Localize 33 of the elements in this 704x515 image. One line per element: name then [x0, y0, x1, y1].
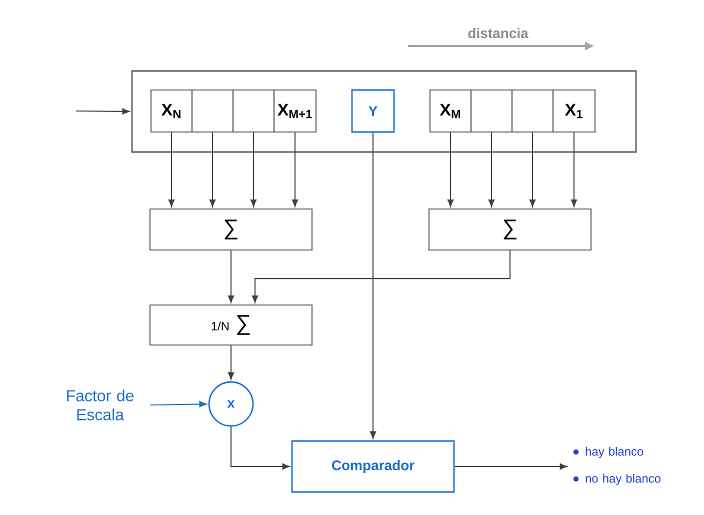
arrow — [250, 132, 257, 207]
register-cell — [511, 89, 554, 133]
target-cell: Y — [351, 89, 395, 133]
arrow — [488, 132, 495, 207]
arrow — [370, 132, 376, 439]
arrow — [252, 250, 511, 303]
register-cell: X$_{1}$ — [552, 89, 596, 133]
arrow — [230, 426, 290, 470]
register-cell: X$_{M}$ — [429, 89, 472, 133]
arrow — [228, 346, 234, 380]
arrow — [570, 132, 578, 207]
arrow — [76, 108, 130, 114]
arrow — [209, 132, 216, 207]
distance-label: distancia — [468, 28, 528, 38]
output-list: hay blanco no hay blanco — [586, 446, 661, 486]
arrow — [168, 132, 175, 207]
sum-box: ∑ — [149, 208, 313, 251]
factor-label: Factor de Escala — [67, 390, 134, 420]
comparator-box: Comparador — [291, 440, 455, 493]
average-box: 1/N ∑ — [149, 304, 313, 346]
arrow — [454, 463, 568, 470]
register-cell: X$_{M+1}$ — [273, 89, 317, 133]
register-cell — [191, 89, 234, 133]
register-cell: X$_{N}$ — [150, 89, 193, 133]
arrow — [447, 132, 454, 207]
arrow — [150, 401, 207, 408]
register-cell — [470, 89, 513, 133]
arrow — [292, 132, 298, 207]
sum-box: ∑ — [428, 208, 592, 251]
register-box — [131, 70, 637, 153]
arrow — [529, 132, 536, 207]
arrow — [228, 250, 234, 303]
register-cell — [232, 89, 275, 133]
